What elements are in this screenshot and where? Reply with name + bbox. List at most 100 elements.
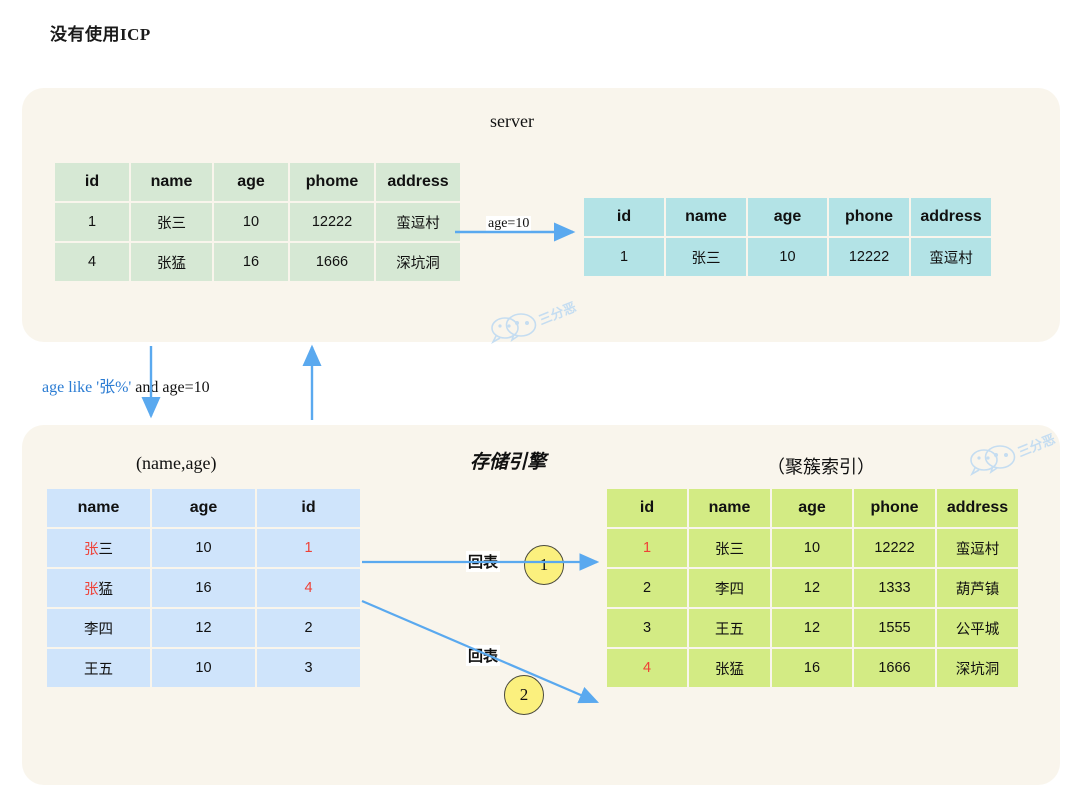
storage-engine-title: 存储引擎: [470, 452, 547, 473]
table-cell: 2: [607, 569, 687, 607]
cell-text: 王五: [715, 621, 744, 638]
column-header: address: [376, 163, 460, 201]
table-cell: 蛮逗村: [937, 529, 1018, 567]
table-cell: 蛮逗村: [911, 238, 991, 276]
table-cell: 葫芦镇: [937, 569, 1018, 607]
cell-text: 深坑洞: [396, 255, 440, 272]
cell-text: 1666: [315, 254, 349, 270]
cell-text: 12222: [874, 540, 915, 556]
cell-text: 蛮逗村: [929, 250, 973, 267]
step-badge-1: 1: [524, 545, 564, 585]
cell-text: 1333: [878, 580, 911, 596]
table-row: 4 张猛 16 1666 深坑洞: [55, 243, 460, 281]
table-cell: 张三: [689, 529, 770, 567]
cell-text: 张猛: [157, 255, 186, 272]
cell-text: 12: [803, 620, 821, 636]
cell-text: 10: [779, 249, 796, 265]
cell-text: 张三: [715, 541, 744, 558]
column-header: phone: [829, 198, 909, 236]
cell-text: 张三: [157, 215, 186, 232]
table-cell: 10: [152, 529, 255, 567]
sql-predicate-index-part: age like '张%': [42, 379, 132, 396]
table-cell: 1666: [290, 243, 374, 281]
lookup-label-1: 回表: [466, 551, 501, 572]
column-header: name: [131, 163, 212, 201]
cell-text: 1: [642, 540, 652, 556]
column-header: name: [666, 198, 746, 236]
column-header: age: [214, 163, 288, 201]
sql-predicate-server-part: and age=10: [131, 379, 210, 396]
table-cell: 3: [607, 609, 687, 647]
table-cell: 12222: [829, 238, 909, 276]
column-header: id: [584, 198, 664, 236]
table-cell: 10: [772, 529, 852, 567]
table-cell: 2: [257, 609, 360, 647]
table-cell: 16: [772, 649, 852, 687]
table-cell: 1: [584, 238, 664, 276]
cell-text: 李: [84, 621, 99, 638]
cell-text: 10: [242, 214, 260, 230]
cell-text: 张: [84, 581, 99, 598]
cell-text: 三: [98, 541, 114, 558]
column-header: age: [772, 489, 852, 527]
table-cell: 1: [55, 203, 129, 241]
cell-text: 张: [84, 541, 99, 558]
table-cell: 12: [772, 609, 852, 647]
server-panel-title: server: [490, 111, 534, 131]
table-cell: 4: [257, 569, 360, 607]
cell-text: 四: [98, 621, 114, 638]
table-cell: 4: [55, 243, 129, 281]
cell-text: 公平城: [955, 621, 1000, 638]
table-cell: 公平城: [937, 609, 1018, 647]
table-cell: 1555: [854, 609, 935, 647]
cell-text: 蛮逗村: [396, 215, 440, 232]
table-cell: 蛮逗村: [376, 203, 460, 241]
table-cell: 12: [152, 609, 255, 647]
table-row: 张三 10 1: [47, 529, 360, 567]
cell-text: 葫芦镇: [955, 581, 1000, 598]
cell-text: 12222: [848, 249, 890, 265]
cell-text: 4: [642, 660, 652, 676]
table-cell: 16: [152, 569, 255, 607]
cell-text: 4: [87, 254, 97, 270]
table-cell: 深坑洞: [376, 243, 460, 281]
column-header: name: [47, 489, 150, 527]
cell-text: 10: [195, 540, 212, 556]
table-row: 1 张三 10 12222 蛮逗村: [607, 529, 1018, 567]
column-header: age: [748, 198, 827, 236]
column-header: id: [607, 489, 687, 527]
cell-text: 10: [195, 660, 212, 676]
cell-text: 3: [304, 660, 313, 676]
cell-text: 12: [195, 620, 212, 636]
table-cell: 1333: [854, 569, 935, 607]
cell-text: 猛: [98, 581, 114, 598]
table-cell: 12222: [854, 529, 935, 567]
table-cell: 李四: [47, 609, 150, 647]
table-cell: 12: [772, 569, 852, 607]
cell-text: 张三: [691, 250, 721, 267]
table-cell: 10: [748, 238, 827, 276]
cell-text: 16: [242, 254, 260, 270]
cell-text: 16: [803, 660, 821, 676]
table-cell: 1: [257, 529, 360, 567]
column-header: age: [152, 489, 255, 527]
table-cell: 王五: [689, 609, 770, 647]
table-cell: 10: [214, 203, 288, 241]
cell-text: 3: [642, 620, 652, 636]
table-cell: 10: [152, 649, 255, 687]
secondary-index-title: (name,age): [136, 453, 217, 473]
table-cell: 1666: [854, 649, 935, 687]
age-filter-arrow-label: age=10: [486, 216, 532, 232]
